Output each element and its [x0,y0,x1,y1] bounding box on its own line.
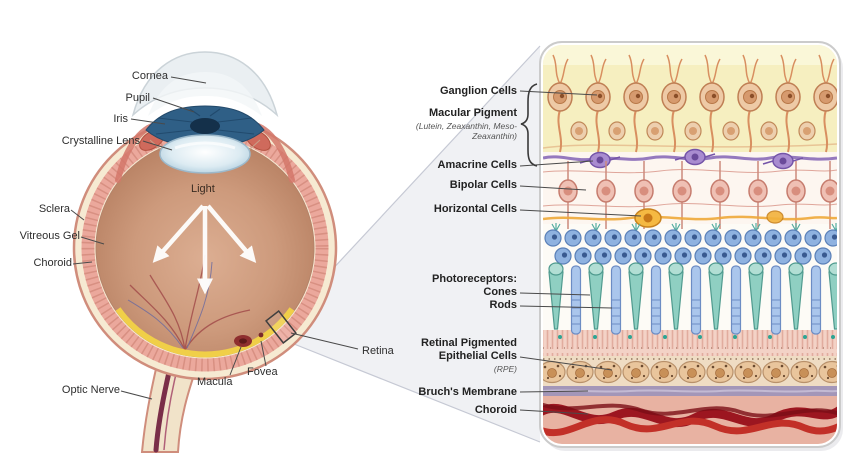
fovea-callout-box [265,309,297,345]
bipolar-cells-label: Bipolar Cells [449,179,517,191]
retina-leader-line [290,332,359,350]
bruchs-membrane-label: Bruch's Membrane [418,386,517,398]
cones-label: Cones [483,286,517,298]
rpe-cells-row [543,360,837,384]
fovea-marker [258,332,264,338]
pupil-shape [190,118,220,134]
eye-cross-section [72,51,338,453]
photoreceptors-label: Photoreceptors: [432,273,517,285]
amacrine-cells-leader-line [519,160,594,167]
ganglion-cells-label: Ganglion Cells [439,85,517,97]
bipolar-cells-leader-line [519,185,587,191]
choroid-texture [81,124,329,372]
light-label: Light [191,183,215,195]
retina-label: Retina [362,345,394,357]
horizontal-cells-shapes [634,208,784,228]
light-arrows [152,204,257,295]
cornea-leader-line [170,76,207,84]
macula-leader-line [229,346,242,376]
horizontal-fiber [543,215,837,221]
iris-leader-line [130,118,166,125]
pupil-leader-line [152,97,195,113]
retina-layers-panel [539,41,843,451]
outer-segment-hatch [543,330,837,357]
amacrine-cells-label: Amacrine Cells [437,159,517,171]
macular-pigment-sublabel: (Lutein, Zeaxanthin, Meso-Zeaxanthin) [415,121,517,141]
vitreous-gel-leader-line [80,236,105,245]
cones-leader-line [519,292,591,296]
photoreceptor-nuclei-row-1 [544,229,837,247]
choroid-panel-leader-line [519,409,589,415]
horizontal-cells-label: Horizontal Cells [433,203,517,215]
plexiform-fiber-2 [543,203,837,208]
crystalline-lens-shape [149,134,261,174]
outer-segment-dots [558,335,835,339]
sclera-label: Sclera [38,203,70,215]
macular-pigment-brace [520,83,538,167]
rpe-label: Retinal Pigmented Epithelial Cells [421,337,517,362]
pupil-label: Pupil [125,92,150,104]
rpe-sublabel: (RPE) [493,364,517,374]
crystalline-lens-leader-line [142,140,173,151]
ganglion-axon-line [543,143,837,149]
rods-label: Rods [489,299,518,311]
fovea-label: Fovea [247,366,278,378]
rpe-leader-line [519,356,613,371]
sclera-leader-line [70,209,85,221]
cornea-shape [131,51,279,118]
bruchs-membrane-highlight [543,389,837,393]
crystalline-lens-label: Crystalline Lens [61,135,140,147]
macula-label: Macula [197,376,233,388]
iris-shape [145,105,265,148]
choroid-vessels [543,402,837,437]
vitreous-gel-label: Vitreous Gel [19,230,80,242]
rods-leader-line [519,305,613,309]
ganglion-cells-leader-line [519,90,598,96]
optic-nerve-label: Optic Nerve [61,384,120,396]
macular-pigment-label: Macular Pigment [428,107,517,119]
leader-lines [70,76,642,415]
nerve-fiber-layer [543,45,837,65]
fovea-leader-line [260,340,267,367]
choroid-leader-line [72,261,93,265]
choroid-panel-label: Choroid [474,404,517,416]
horizontal-cells-leader-line [519,209,642,217]
cornea-label: Cornea [131,70,168,82]
optic-nerve-leader-line [120,390,153,400]
choroid-label: Choroid [33,257,72,269]
fovea-pit [239,338,247,344]
bruchs-membrane-leader-line [519,390,589,393]
iris-label: Iris [113,113,128,125]
plexiform-fiber-1 [543,169,837,174]
